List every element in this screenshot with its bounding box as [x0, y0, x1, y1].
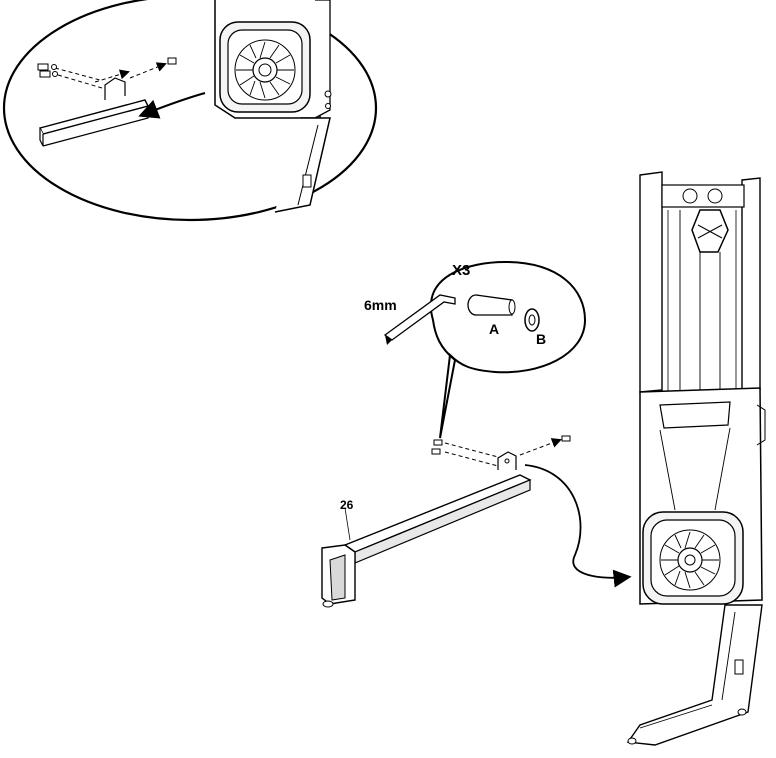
washer-icon	[525, 309, 539, 331]
tool-size-label: 6mm	[364, 298, 397, 312]
part-number-label: 26	[340, 499, 353, 511]
part-26-base-bar	[322, 452, 530, 607]
tower-fan-housing	[643, 512, 743, 604]
quantity-label: X3	[452, 263, 470, 278]
hardware-callout	[385, 262, 585, 438]
part-a-label: A	[489, 322, 499, 336]
tower-rear-leg	[628, 605, 762, 745]
part-b-label: B	[536, 332, 546, 346]
detail-zoom-callout	[4, 0, 376, 220]
fan-icon	[235, 40, 295, 100]
fan-icon	[660, 530, 720, 590]
curved-arrow-icon	[525, 465, 628, 578]
